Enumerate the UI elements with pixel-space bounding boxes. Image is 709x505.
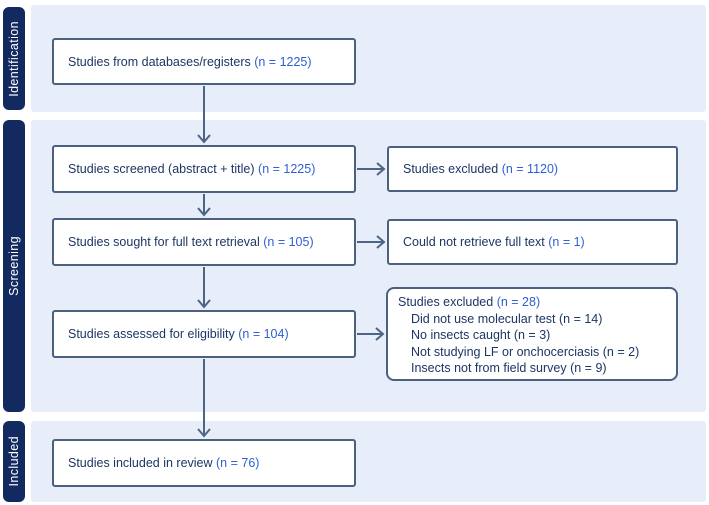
stage-label-identification-text: Identification [7, 20, 21, 97]
excluded-reason-no-insects: No insects caught (n = 3) [411, 328, 551, 342]
excluded-fulltext-title: Studies excluded [398, 295, 494, 309]
box-studies-from-databases-text: Studies from databases/registers [68, 54, 251, 69]
box-could-not-retrieve-count: (n = 1) [548, 235, 585, 249]
box-studies-excluded-screening-text: Studies excluded [403, 162, 499, 176]
box-studies-assessed: Studies assessed for eligibility (n = 10… [52, 310, 356, 358]
box-studies-sought-fulltext-text: Studies sought for full text retrieval [68, 235, 260, 249]
excluded-fulltext-count: (n = 28) [496, 295, 541, 309]
excluded-reason-not-lf-oncho: Not studying LF or onchocerciasis (n = 2… [411, 344, 640, 359]
box-studies-assessed-text: Studies assessed for eligibility [68, 327, 235, 341]
box-studies-included-review: Studies included in review (n = 76) [52, 439, 356, 487]
excluded-reason-not-field-survey: Insects not from field survey (n = 9) [411, 361, 607, 375]
box-studies-screened: Studies screened (abstract + title) (n =… [52, 145, 356, 193]
excluded-fulltext-title-line: Studies excluded (n = 28) [398, 294, 670, 311]
box-studies-sought-fulltext-count: (n = 105) [263, 235, 314, 249]
stage-label-included: Included [3, 421, 25, 502]
stage-label-included-text: Included [7, 436, 21, 487]
box-studies-sought-fulltext: Studies sought for full text retrieval (… [52, 218, 356, 266]
box-studies-screened-text: Studies screened (abstract + title) [68, 162, 255, 176]
stage-label-screening-text: Screening [7, 236, 21, 296]
excluded-reason-molecular-test: Did not use molecular test (n = 14) [411, 311, 603, 326]
box-studies-excluded-screening: Studies excluded (n = 1120) [387, 146, 678, 192]
box-studies-from-databases-count: (n = 1225) [254, 54, 312, 69]
box-studies-excluded-fulltext: Studies excluded (n = 28) Did not use mo… [386, 287, 678, 381]
box-could-not-retrieve-text: Could not retrieve full text [403, 235, 545, 249]
box-studies-screened-count: (n = 1225) [258, 162, 316, 176]
box-studies-assessed-count: (n = 104) [238, 327, 289, 341]
box-could-not-retrieve: Could not retrieve full text (n = 1) [387, 219, 678, 265]
box-studies-included-review-text: Studies included in review [68, 456, 213, 470]
box-studies-included-review-count: (n = 76) [216, 456, 260, 470]
stage-label-screening: Screening [3, 120, 25, 412]
box-studies-from-databases: Studies from databases/registers (n = 12… [52, 38, 356, 85]
box-studies-excluded-screening-count: (n = 1120) [501, 162, 559, 176]
stage-label-identification: Identification [3, 7, 25, 110]
